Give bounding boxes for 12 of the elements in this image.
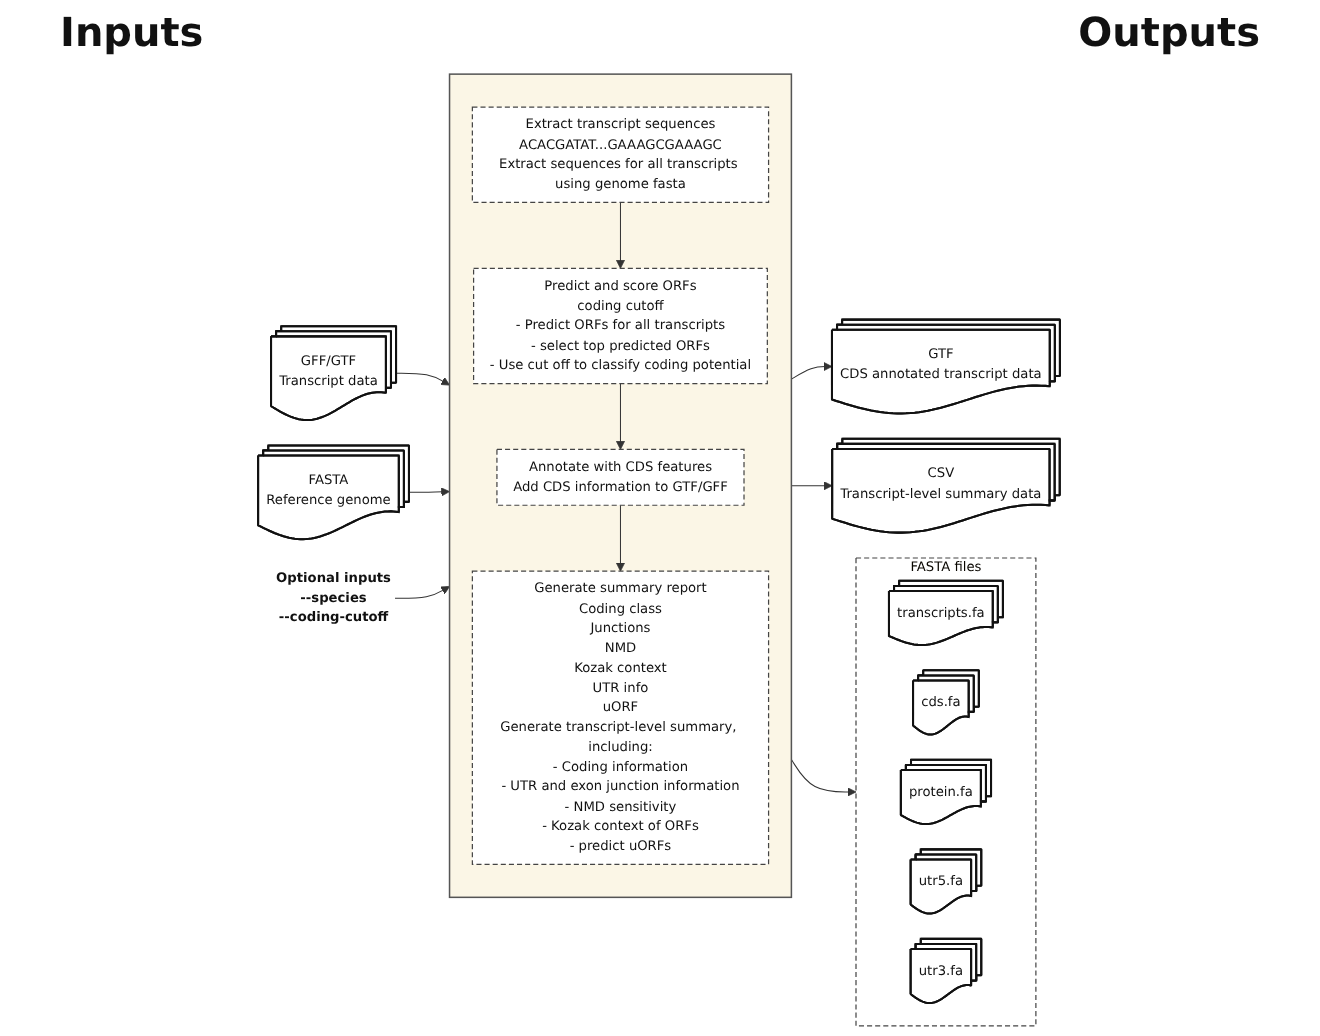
arrow: [395, 585, 451, 599]
arrow: [616, 504, 626, 572]
arrow: [791, 362, 834, 380]
arrow: [616, 201, 626, 269]
cluster: [449, 73, 794, 899]
column-heading: Inputs: [60, 8, 204, 60]
arrow: [396, 372, 451, 386]
column-heading: Outputs: [1078, 8, 1260, 60]
arrow: [791, 758, 858, 797]
arrow: [616, 383, 626, 450]
arrow: [791, 481, 834, 491]
arrow: [409, 487, 451, 497]
